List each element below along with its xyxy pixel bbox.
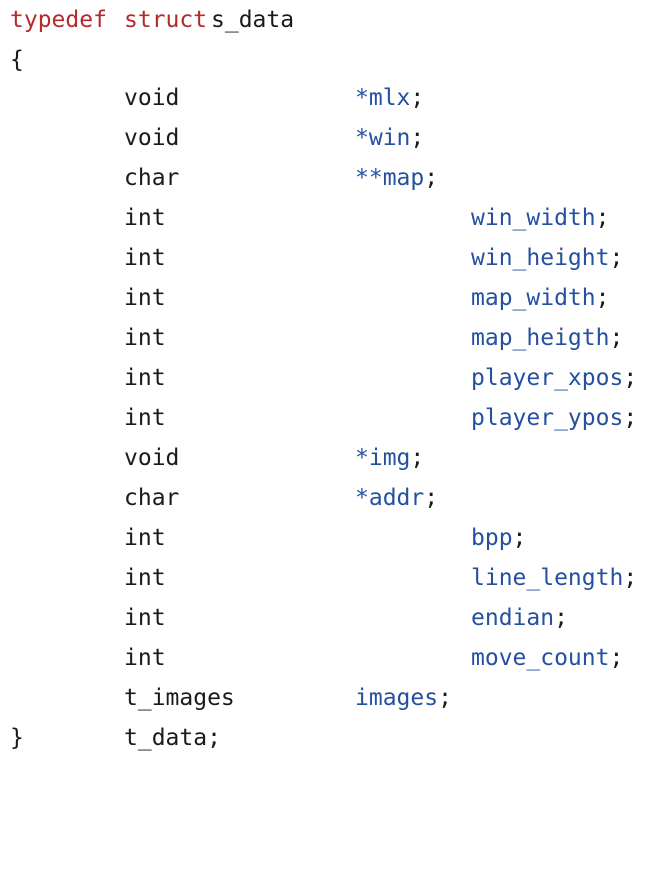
field-declarator: line_length;	[471, 558, 637, 598]
field-declarator: *addr;	[355, 478, 438, 518]
field-semicolon: ;	[438, 685, 452, 711]
field-type: char	[124, 165, 180, 191]
field-declarator: win_height;	[471, 238, 623, 278]
field-semicolon: ;	[554, 605, 568, 631]
field-name: *img	[355, 445, 411, 471]
field-semicolon: ;	[623, 565, 638, 591]
field-name: player_xpos	[471, 365, 624, 391]
field-name: **map	[355, 165, 425, 191]
field-declarator: map_heigth;	[471, 318, 623, 358]
code-block: typedef struct s_data { void *mlx; void *wi…	[0, 0, 637, 758]
field-declarator: win_width;	[471, 198, 609, 238]
field-name: images	[355, 685, 439, 711]
field-type: int	[124, 205, 166, 231]
open-brace: {	[10, 47, 24, 73]
field-semicolon: ;	[623, 365, 638, 391]
close-brace: }	[10, 725, 24, 751]
field-name: map_width	[471, 285, 596, 311]
field-type: int	[124, 365, 166, 391]
field-name: bpp	[471, 525, 513, 551]
field-name: *mlx	[355, 85, 411, 111]
field-declarator: bpp;	[471, 518, 526, 558]
field-declarator: *mlx;	[355, 78, 424, 118]
field-declarator: player_xpos;	[471, 358, 637, 398]
field-name: endian	[471, 605, 555, 631]
field-type: t_images	[124, 685, 235, 711]
field-semicolon: ;	[609, 245, 624, 271]
field-semicolon: ;	[512, 525, 527, 551]
typedef-alias-name: t_data;	[124, 725, 221, 751]
field-semicolon: ;	[424, 485, 439, 511]
field-name: win_height	[471, 245, 610, 271]
keyword-struct: struct	[124, 7, 208, 33]
field-type: int	[124, 565, 166, 591]
field-type: char	[124, 485, 180, 511]
struct-tag-name: s_data	[211, 7, 295, 33]
field-semicolon: ;	[595, 285, 610, 311]
field-type: int	[124, 325, 166, 351]
field-declarator: move_count;	[471, 638, 623, 678]
field-name: player_ypos	[471, 405, 624, 431]
field-type: int	[124, 285, 166, 311]
field-semicolon: ;	[609, 325, 624, 351]
field-semicolon: ;	[609, 645, 624, 671]
field-type: int	[124, 405, 166, 431]
field-name: *addr	[355, 485, 425, 511]
field-declarator: endian;	[471, 598, 568, 638]
field-declarator: images;	[355, 678, 452, 718]
field-declarator: *img;	[355, 438, 424, 478]
keyword-typedef: typedef	[10, 7, 107, 33]
field-name: *win	[355, 125, 411, 151]
field-declarator: **map;	[355, 158, 438, 198]
field-name: line_length	[471, 565, 624, 591]
field-semicolon: ;	[410, 85, 425, 111]
close-brace-line: } t_data;	[0, 718, 221, 758]
field-name: win_width	[471, 205, 596, 231]
field-type: int	[124, 605, 166, 631]
field-semicolon: ;	[424, 165, 439, 191]
field-type: void	[124, 445, 180, 471]
struct-header-line: typedef struct s_data	[0, 0, 294, 40]
field-name: map_heigth	[471, 325, 610, 351]
open-brace-line: {	[0, 40, 55, 80]
field-semicolon: ;	[623, 405, 638, 431]
field-type: void	[124, 125, 180, 151]
field-semicolon: ;	[410, 445, 425, 471]
field-type: int	[124, 645, 166, 671]
field-declarator: player_ypos;	[471, 398, 637, 438]
field-declarator: *win;	[355, 118, 424, 158]
field-semicolon: ;	[595, 205, 610, 231]
field-type: int	[124, 245, 166, 271]
field-declarator: map_width;	[471, 278, 609, 318]
field-name: move_count	[471, 645, 610, 671]
field-type: void	[124, 85, 180, 111]
field-type: int	[124, 525, 166, 551]
field-semicolon: ;	[410, 125, 425, 151]
